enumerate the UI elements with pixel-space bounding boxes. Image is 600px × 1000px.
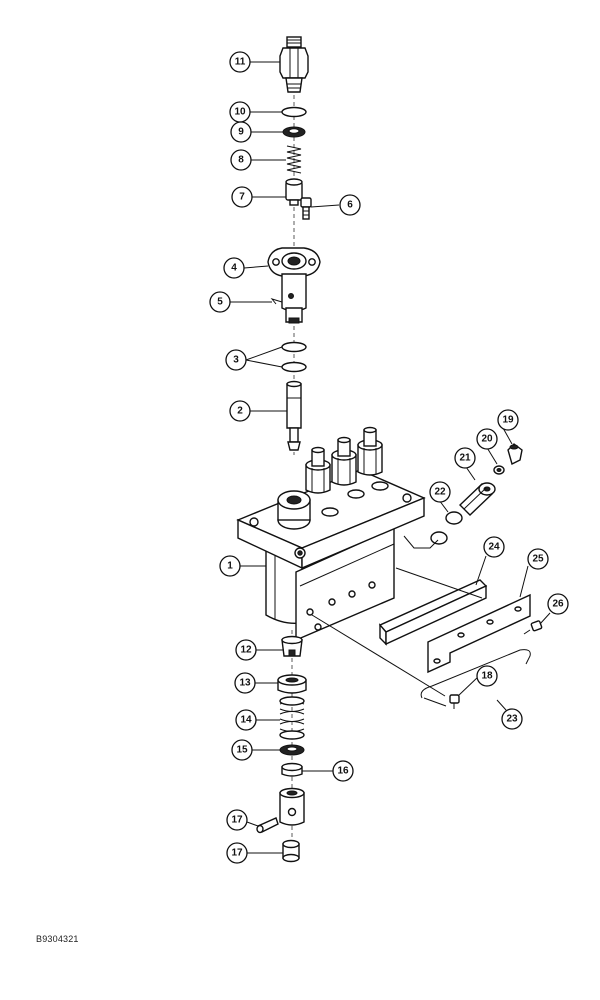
svg-text:18: 18 bbox=[481, 671, 493, 682]
tappet-roller-part bbox=[282, 839, 300, 863]
svg-text:11: 11 bbox=[235, 57, 246, 68]
tappet-pin-part bbox=[256, 817, 279, 834]
callout-22: 22 bbox=[429, 481, 451, 503]
o-ring-part bbox=[281, 106, 307, 118]
svg-text:23: 23 bbox=[506, 714, 518, 725]
cover-plate-part bbox=[427, 593, 531, 674]
svg-text:17: 17 bbox=[231, 815, 243, 826]
banjo-bolt-part bbox=[507, 443, 523, 466]
svg-text:22: 22 bbox=[434, 487, 446, 498]
svg-text:10: 10 bbox=[234, 107, 246, 118]
pin-part bbox=[449, 694, 460, 709]
lower-spring-seat-part bbox=[279, 744, 305, 756]
svg-text:9: 9 bbox=[238, 127, 244, 138]
delivery-valve-holder-part bbox=[279, 36, 309, 93]
connector-fitting-part bbox=[458, 482, 496, 516]
svg-text:25: 25 bbox=[532, 554, 544, 565]
svg-text:4: 4 bbox=[231, 263, 237, 274]
callout-18: 18 bbox=[476, 665, 498, 687]
shim-part bbox=[281, 762, 303, 777]
svg-text:14: 14 bbox=[240, 715, 252, 726]
plunger-barrel-flange-part bbox=[267, 247, 321, 324]
callout-8: 8 bbox=[230, 149, 252, 171]
figure-id-label: B9304321 bbox=[36, 934, 79, 944]
o-ring-upper-part bbox=[281, 341, 307, 353]
callout-9: 9 bbox=[230, 121, 252, 143]
callout-11: 11 bbox=[229, 51, 251, 73]
control-rack-part bbox=[378, 579, 488, 646]
svg-text:6: 6 bbox=[347, 200, 353, 211]
callout-17-pin: 17 bbox=[226, 809, 248, 831]
seal-washer-part bbox=[493, 465, 505, 475]
spring-part bbox=[286, 145, 302, 174]
callout-10: 10 bbox=[229, 101, 251, 123]
retainer-part bbox=[281, 635, 303, 657]
callout-7: 7 bbox=[231, 186, 253, 208]
callout-2: 2 bbox=[229, 400, 251, 422]
svg-text:3: 3 bbox=[233, 355, 239, 366]
callout-21: 21 bbox=[454, 447, 476, 469]
callout-24: 24 bbox=[483, 536, 505, 558]
leader-lines bbox=[230, 61, 551, 854]
svg-text:17: 17 bbox=[231, 848, 243, 859]
callout-14: 14 bbox=[235, 709, 257, 731]
svg-text:24: 24 bbox=[488, 542, 500, 553]
callout-17-roller: 17 bbox=[226, 842, 248, 864]
svg-text:16: 16 bbox=[337, 766, 349, 777]
svg-text:20: 20 bbox=[481, 434, 493, 445]
svg-text:1: 1 bbox=[227, 561, 233, 572]
fitting-connection-line bbox=[403, 535, 439, 549]
wire-clip-part bbox=[420, 649, 531, 707]
rack-connection-line bbox=[395, 567, 483, 599]
svg-text:26: 26 bbox=[552, 599, 564, 610]
callout-4: 4 bbox=[223, 257, 245, 279]
spring-seat-part bbox=[277, 674, 307, 694]
callout-25: 25 bbox=[527, 548, 549, 570]
screw-part bbox=[523, 620, 543, 635]
callout-12: 12 bbox=[235, 639, 257, 661]
svg-text:2: 2 bbox=[237, 406, 243, 417]
svg-text:15: 15 bbox=[236, 745, 248, 756]
callout-5: 5 bbox=[209, 291, 231, 313]
plunger-part bbox=[286, 380, 302, 451]
delivery-valve-part bbox=[285, 178, 303, 206]
callout-13: 13 bbox=[234, 672, 256, 694]
svg-text:13: 13 bbox=[239, 678, 251, 689]
callout-1: 1 bbox=[219, 555, 241, 577]
washer-part bbox=[282, 126, 306, 138]
svg-text:7: 7 bbox=[239, 192, 245, 203]
svg-text:21: 21 bbox=[459, 453, 471, 464]
callout-3: 3 bbox=[225, 349, 247, 371]
plunger-spring-part bbox=[279, 696, 305, 740]
callout-26: 26 bbox=[547, 593, 569, 615]
callout-19: 19 bbox=[497, 409, 519, 431]
gasket-pair-part bbox=[430, 511, 463, 545]
svg-text:8: 8 bbox=[238, 155, 244, 166]
svg-text:5: 5 bbox=[217, 297, 223, 308]
pin-connection-line bbox=[311, 614, 446, 697]
svg-text:19: 19 bbox=[502, 415, 514, 426]
callout-20: 20 bbox=[476, 428, 498, 450]
injection-pump-housing-part bbox=[236, 426, 426, 642]
tappet-part bbox=[279, 787, 305, 826]
svg-text:12: 12 bbox=[240, 645, 252, 656]
bolt-part bbox=[300, 197, 312, 220]
o-ring-lower-part bbox=[281, 361, 307, 373]
callout-15: 15 bbox=[231, 739, 253, 761]
callout-16: 16 bbox=[332, 760, 354, 782]
callout-6: 6 bbox=[339, 194, 361, 216]
callout-23: 23 bbox=[501, 708, 523, 730]
